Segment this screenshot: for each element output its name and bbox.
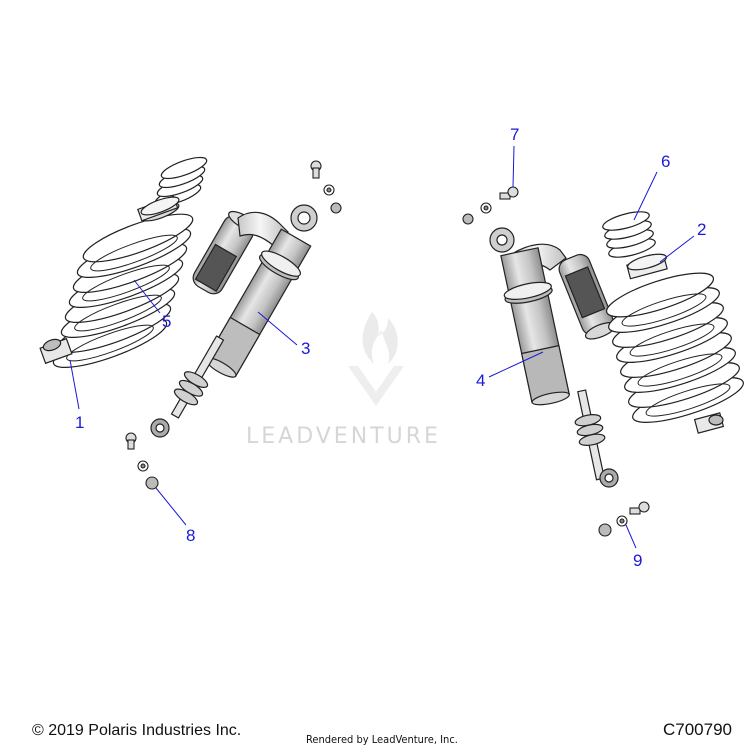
callout-7[interactable]: 7 <box>510 125 520 144</box>
leader-2 <box>659 235 695 263</box>
leader-9 <box>625 524 637 549</box>
leader-4 <box>488 351 544 378</box>
spring-left[interactable] <box>49 205 197 377</box>
leader-8 <box>155 487 187 526</box>
crossover-ring-right[interactable] <box>693 412 725 434</box>
spring-right[interactable] <box>602 264 747 431</box>
callout-1[interactable]: 1 <box>75 413 85 432</box>
leader-1 <box>69 359 80 410</box>
callout-3[interactable]: 3 <box>301 339 311 358</box>
leader-7 <box>512 145 515 188</box>
callout-6[interactable]: 6 <box>661 152 671 171</box>
leader-3 <box>257 311 298 346</box>
spring-right-inner <box>621 293 731 417</box>
callout-4[interactable]: 4 <box>476 371 486 390</box>
spring-adapter-left[interactable] <box>137 194 181 225</box>
hardware-right-upper[interactable] <box>462 186 519 225</box>
shock-right[interactable] <box>489 227 619 488</box>
spring-left-inner <box>66 234 178 362</box>
crossover-ring-left[interactable] <box>39 337 73 365</box>
diagram-code: C700790 <box>662 720 732 739</box>
tender-spring-right[interactable] <box>601 208 657 261</box>
leader-6 <box>633 171 658 221</box>
leader-lines <box>69 145 695 549</box>
callout-2[interactable]: 2 <box>697 220 707 239</box>
copyright-text: © 2019 Polaris Industries Inc. <box>32 722 242 739</box>
watermark-logo <box>348 312 404 406</box>
hardware-left-lower[interactable] <box>125 432 159 490</box>
hardware-left-upper[interactable] <box>310 160 342 214</box>
shock-left[interactable] <box>150 204 318 438</box>
callout-8[interactable]: 8 <box>186 526 196 545</box>
leader-5 <box>133 279 161 314</box>
callout-9[interactable]: 9 <box>633 551 643 570</box>
hardware-right-lower[interactable] <box>598 501 650 537</box>
watermark-text: LEADVENTURE <box>246 424 441 449</box>
callout-5[interactable]: 5 <box>162 312 172 331</box>
rendered-by-text: Rendered by LeadVenture, Inc. <box>306 733 458 746</box>
